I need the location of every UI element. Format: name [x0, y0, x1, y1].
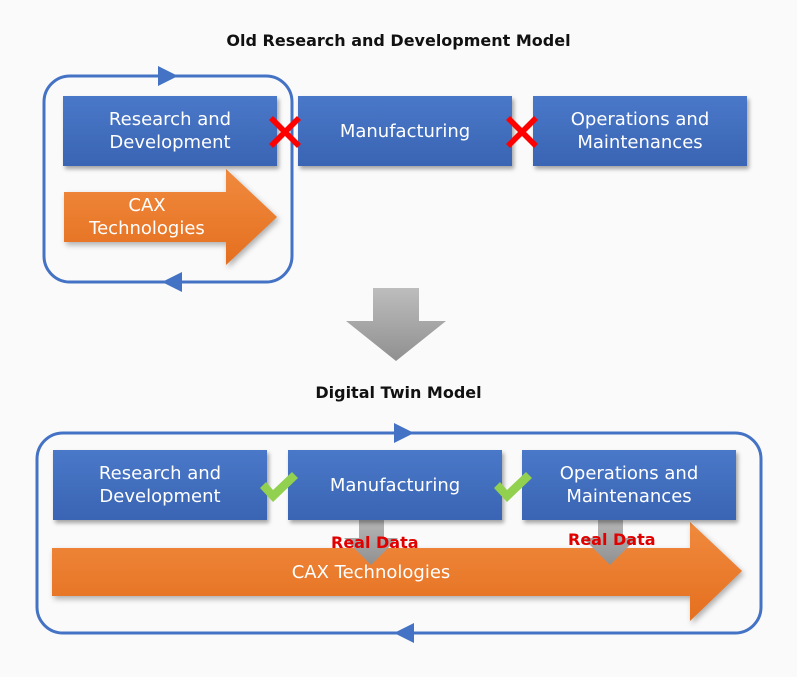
- twin-box-operations-maintenances: Operations and Maintenances: [522, 450, 736, 520]
- real-data-label: Real Data: [568, 530, 656, 549]
- check-icon: [260, 472, 298, 502]
- old-box-operations-maintenances: Operations and Maintenances: [533, 96, 747, 166]
- old-cax-label: CAX Technologies: [89, 195, 205, 239]
- twin-loop-arrow-top-icon: [394, 423, 414, 443]
- twin-box-manufacturing: Manufacturing: [288, 450, 502, 520]
- transition-down-arrow-icon: [346, 288, 446, 361]
- check-icon: [494, 472, 532, 502]
- old-model-title: Old Research and Development Model: [226, 31, 571, 50]
- old-loop-arrow-top-icon: [158, 66, 178, 86]
- twin-loop-arrow-bottom-icon: [394, 623, 414, 643]
- old-box-manufacturing: Manufacturing: [298, 96, 512, 166]
- real-data-label: Real Data: [331, 533, 419, 552]
- cross-icon: [506, 116, 538, 148]
- old-box-research-development: Research and Development: [63, 96, 277, 166]
- cross-icon: [269, 116, 301, 148]
- twin-box-research-development: Research and Development: [53, 450, 267, 520]
- twin-cax-arrow: [52, 522, 742, 621]
- twin-model-title: Digital Twin Model: [315, 383, 482, 402]
- old-cax-arrow: [64, 169, 277, 265]
- real-data-down-arrow-icon: [344, 512, 398, 565]
- real-data-down-arrow-icon: [583, 512, 637, 565]
- old-loop-arrow-bottom-icon: [162, 272, 182, 292]
- twin-cax-label: CAX Technologies: [292, 562, 451, 583]
